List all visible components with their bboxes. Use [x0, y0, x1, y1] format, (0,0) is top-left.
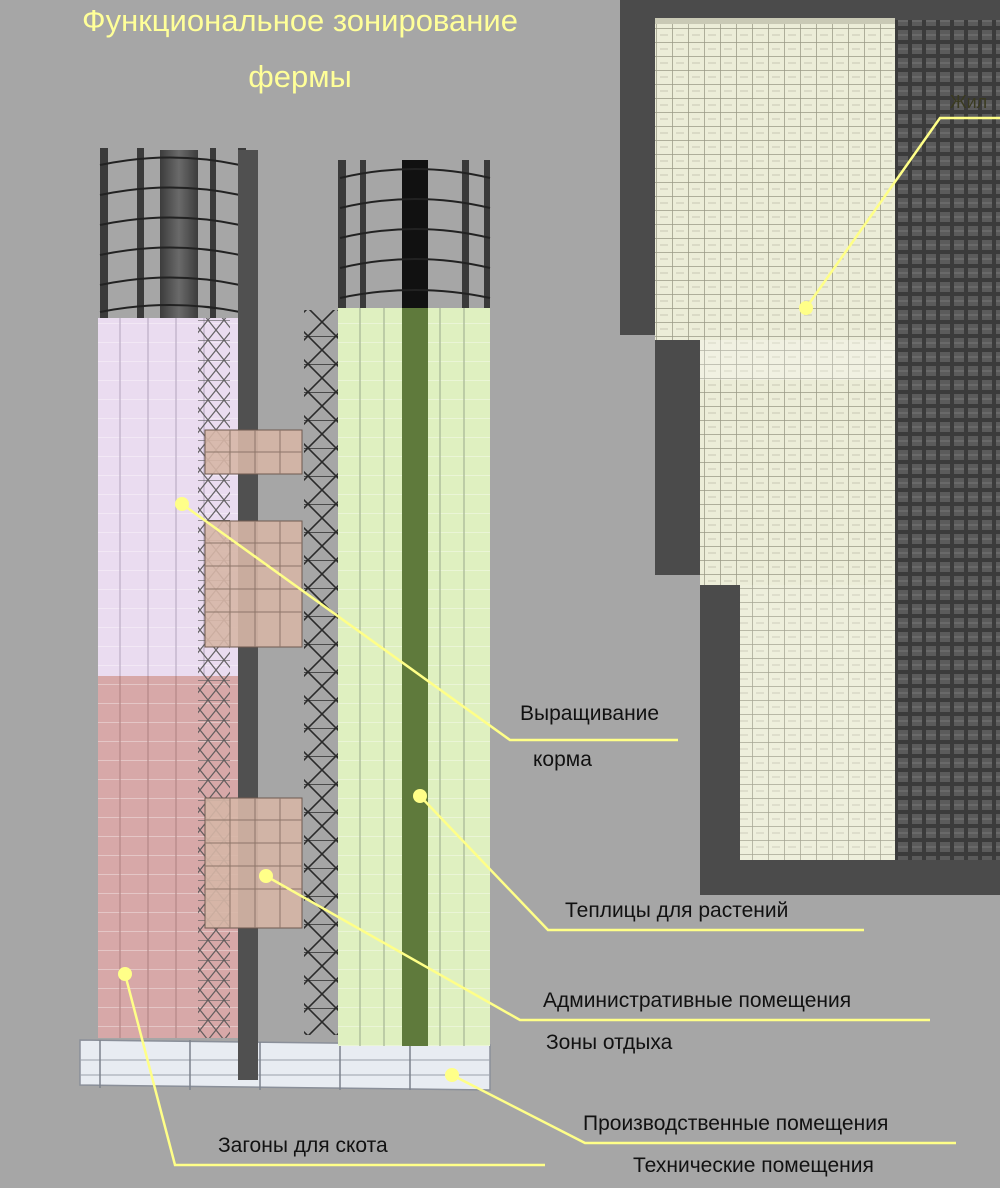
right-truss-column [304, 310, 340, 1035]
leader-admin-rest [265, 874, 930, 1022]
left-tower-top-frame [99, 148, 246, 320]
leader-lines [123, 116, 1000, 1167]
leader-greenhouses [419, 795, 864, 932]
admin-boxes [204, 429, 303, 929]
leader-residential [804, 116, 1000, 309]
light-facade-tower [655, 18, 895, 860]
label-admin: Административные помещения [543, 989, 852, 1012]
farm-towers [79, 148, 491, 1091]
leader-feed-growing [181, 502, 678, 742]
label-rest-zones: Зоны отдыха [546, 1031, 673, 1054]
label-feed-growing-line1: Выращивание [520, 702, 660, 725]
label-technical: Технические помещения [633, 1154, 874, 1177]
right-tower-top-frame [338, 160, 491, 310]
leader-livestock [123, 973, 545, 1167]
label-greenhouses: Теплицы для растений [565, 899, 789, 922]
label-feed-growing-line2: корма [533, 748, 592, 771]
reference-building [620, 0, 1000, 895]
label-production: Производственные помещения [583, 1112, 889, 1135]
diagram-title-line2: фермы [248, 59, 352, 94]
left-truss-strip [198, 318, 230, 1038]
diagram-title-line1: Функциональное зонирование [82, 3, 518, 38]
leader-dots [118, 301, 813, 1082]
dark-facade-tower [890, 20, 1000, 860]
leader-production-technical [451, 1073, 956, 1145]
base-podium [79, 1039, 491, 1091]
label-livestock: Загоны для скота [218, 1134, 388, 1157]
label-residential: Жил [950, 92, 988, 112]
